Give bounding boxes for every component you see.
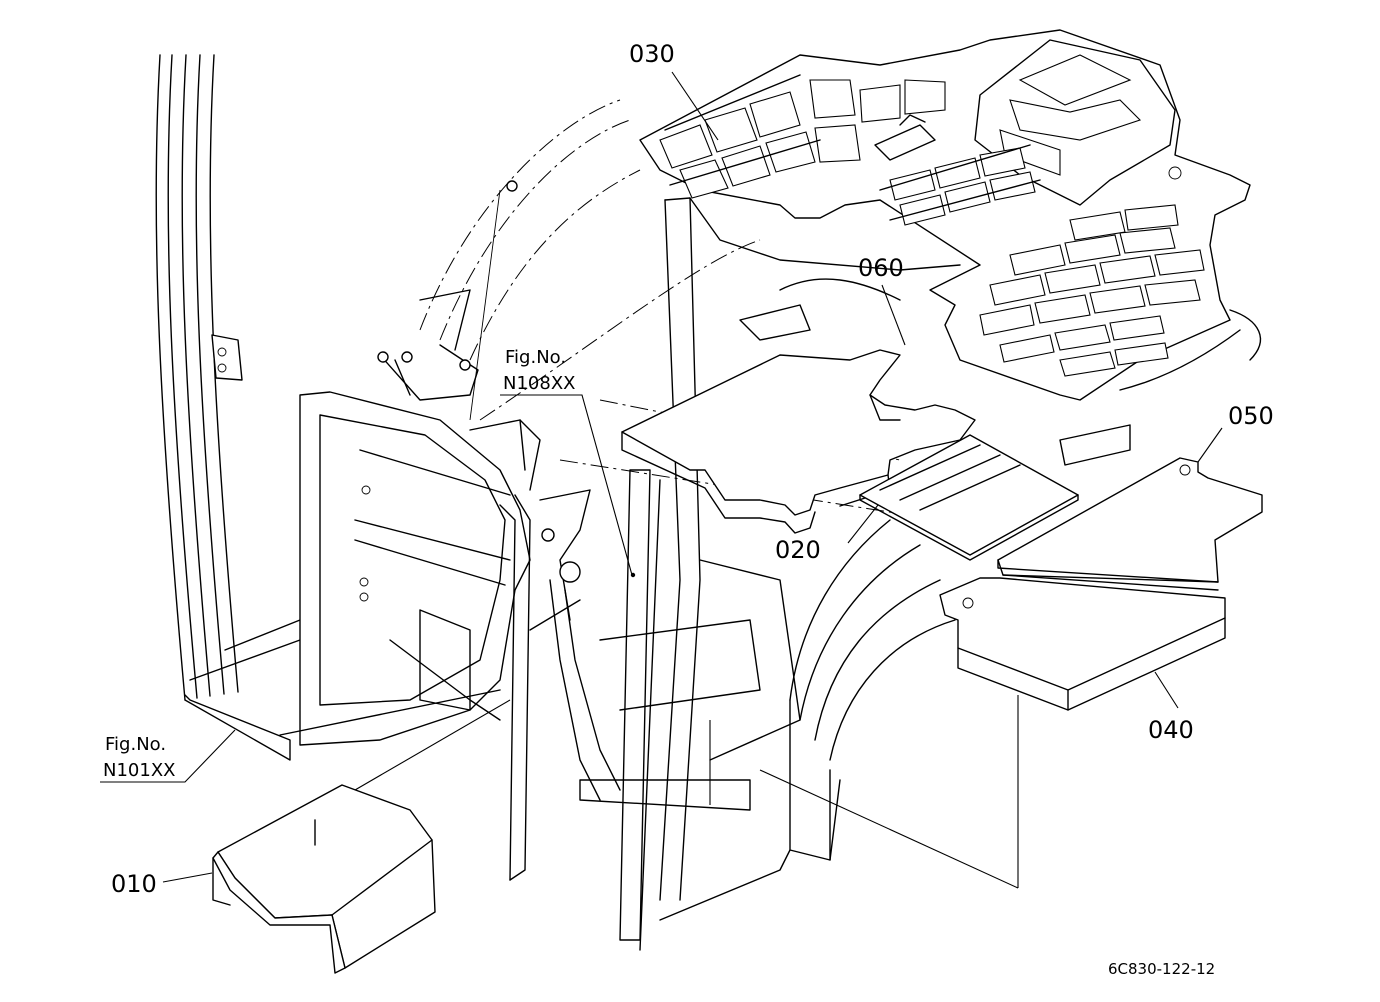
part-030-floor-mat (639, 29, 1261, 401)
part-040-lower-panel (939, 577, 1226, 711)
label-040: 040 (1148, 716, 1194, 744)
left-side-panel (279, 391, 531, 881)
label-020: 020 (775, 536, 821, 564)
part-050-side-panel (997, 457, 1263, 591)
label-060: 060 (858, 254, 904, 282)
mat-right-ribs (979, 204, 1205, 377)
rear-fender (789, 424, 1131, 861)
mat-center-ribs (879, 144, 1041, 226)
pedal-linkage (377, 289, 621, 801)
part-010-cover (212, 784, 436, 974)
mat-left-ribs (659, 74, 946, 199)
label-030: 030 (629, 40, 675, 68)
label-050: 050 (1228, 402, 1274, 430)
cab-frame-structure (559, 197, 961, 951)
fig-ref-1-line2: N101XX (103, 760, 175, 781)
fig-ref-2-line2: N108XX (503, 373, 575, 394)
mat-raised-center (974, 39, 1176, 206)
part-020-small-mat (859, 434, 1079, 561)
fig-ref-2-line1: Fig.No. (505, 347, 566, 368)
leader-lines (100, 71, 1223, 889)
label-010: 010 (111, 870, 157, 898)
drawing-code: 6C830-122-12 (1108, 960, 1215, 978)
fig-ref-1-line1: Fig.No. (105, 734, 166, 755)
